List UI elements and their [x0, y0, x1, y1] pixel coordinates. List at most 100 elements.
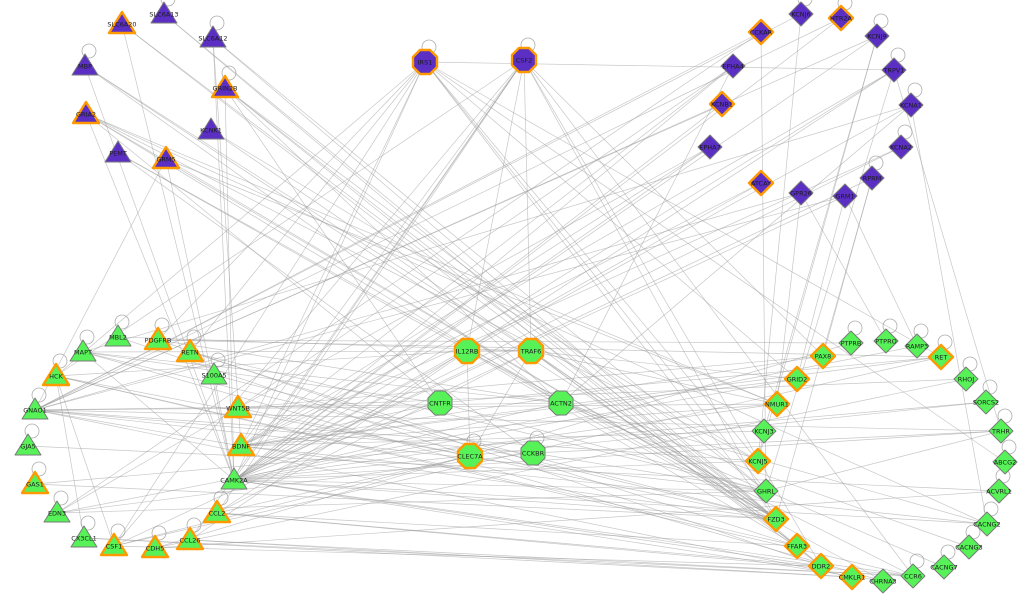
node-KCNJ5[interactable]	[744, 447, 772, 475]
node-CDH5[interactable]	[140, 534, 170, 559]
node-CACNG3[interactable]	[956, 534, 982, 560]
node-KCNJ3[interactable]	[751, 418, 777, 444]
node-KCNB1[interactable]	[708, 90, 736, 118]
node-CACNG7[interactable]	[931, 554, 957, 580]
node-PAX8[interactable]	[809, 342, 837, 370]
node-SLC6A13[interactable]	[150, 1, 178, 24]
edge-CCL2-FFAR3	[216, 512, 798, 547]
node-DDR2[interactable]	[807, 552, 835, 580]
edge-CCKAR-EDN3	[56, 31, 762, 514]
node-RAMP3[interactable]	[904, 333, 930, 359]
node-KCNA2[interactable]	[888, 134, 914, 160]
node-CACNG2[interactable]	[974, 511, 1000, 537]
edge-CCKBR-TRHR	[532, 430, 1002, 454]
node-GRM5[interactable]	[151, 145, 181, 170]
node-TRPV1[interactable]	[881, 57, 907, 83]
edge-ACTN2-PDGFRB	[157, 339, 562, 404]
node-WNT5B[interactable]	[223, 394, 253, 419]
node-ACTN2[interactable]	[548, 390, 574, 416]
edge-KCNB1-GNAO1	[34, 103, 723, 411]
node-HTR2A[interactable]	[827, 4, 855, 32]
edge-CSF2-CSF1	[113, 59, 525, 547]
edge-IRS1-GRID2	[424, 61, 798, 380]
edge-CSF1-DDR2	[113, 545, 822, 567]
node-FFAR3[interactable]	[783, 532, 811, 560]
node-CCKBR[interactable]	[520, 440, 546, 466]
node-CCL26[interactable]	[175, 526, 205, 551]
node-KCNJ6[interactable]	[788, 1, 814, 27]
node-CMKLR1[interactable]	[838, 563, 866, 591]
node-KCNJ9[interactable]	[864, 23, 890, 49]
node-GHRL[interactable]	[753, 478, 779, 504]
node-CHRNA3[interactable]	[870, 568, 896, 594]
edge-PEMT-CCKBR	[117, 152, 534, 454]
node-CX3CL1[interactable]	[70, 525, 98, 548]
self-loop-PDGFRB	[154, 317, 170, 333]
node-PTPRB[interactable]	[838, 330, 864, 356]
node-BDNF[interactable]	[226, 432, 256, 457]
node-MAPT[interactable]	[69, 339, 97, 362]
node-RPRM[interactable]	[859, 165, 885, 191]
edge-TRHR-GHRL	[765, 430, 1002, 492]
node-SLC6A12[interactable]	[199, 25, 227, 48]
node-HCK[interactable]	[41, 362, 71, 387]
node-EPHA4[interactable]	[720, 53, 746, 79]
edge-IRS1-TRPV1	[424, 61, 895, 71]
node-CLEC7A[interactable]	[456, 442, 484, 470]
node-ATCAY[interactable]	[747, 169, 775, 197]
node-NMUR1[interactable]	[763, 390, 791, 418]
node-FZD3[interactable]	[762, 505, 790, 533]
edge-CSF2-CCL2	[216, 59, 525, 514]
edge-KCNJ9-KCNJ5	[757, 35, 878, 462]
node-TRHR[interactable]	[988, 418, 1014, 444]
edge-CCKBR-GNAO1	[34, 409, 534, 454]
node-IL12RB[interactable]	[453, 337, 481, 365]
edge-CSF2-FZD3	[523, 59, 777, 520]
node-ABCG2[interactable]	[992, 449, 1018, 475]
self-loop-CDH5	[151, 525, 167, 541]
node-EDN3[interactable]	[43, 500, 71, 523]
edge-GPR26-NMUR1	[776, 192, 802, 405]
edge-RETN-FFAR3	[189, 351, 798, 547]
node-PDGFRB[interactable]	[143, 326, 173, 351]
edge-EPHA4-BDNF	[240, 65, 734, 447]
node-IRS1[interactable]	[411, 48, 439, 76]
node-GRM1[interactable]	[832, 183, 858, 209]
node-RET[interactable]	[927, 343, 955, 371]
node-PTPRO[interactable]	[873, 328, 899, 354]
node-CCR6[interactable]	[900, 563, 926, 589]
node-ACVRL1[interactable]	[986, 478, 1012, 504]
node-CAMK2A[interactable]	[220, 467, 248, 490]
node-GPR26[interactable]	[788, 180, 814, 206]
node-GRID2[interactable]	[783, 365, 811, 393]
node-KCNK1[interactable]	[197, 117, 225, 140]
node-GRIN2B[interactable]	[210, 74, 240, 99]
edge-KCNA1-CACNG2	[910, 104, 988, 525]
edge-CAMK2A-GRID2	[233, 378, 798, 481]
node-CNTFR[interactable]	[427, 390, 453, 416]
node-SLC6A20[interactable]	[107, 10, 137, 35]
node-GAS1[interactable]	[20, 470, 50, 495]
node-CCL2[interactable]	[202, 499, 232, 524]
label-layer: SLC6A20SLC6A13SLC6A12MBPGRIN2BGRIA2KCNK1…	[20, 11, 1016, 586]
node-RETN[interactable]	[175, 338, 205, 363]
edge-GNAO1-GHRL	[34, 409, 767, 492]
node-SORCS2[interactable]	[973, 389, 999, 415]
node-MBL2[interactable]	[104, 324, 132, 347]
node-EPHA7[interactable]	[697, 134, 723, 160]
node-GJA5[interactable]	[14, 433, 42, 456]
edge-MAPT-FZD3	[82, 351, 777, 520]
node-S100A5[interactable]	[200, 362, 228, 385]
node-GRIA2[interactable]	[71, 100, 101, 125]
node-TRAF6[interactable]	[517, 337, 545, 365]
node-KCNA1[interactable]	[898, 92, 924, 118]
node-CCKAR[interactable]	[747, 18, 775, 46]
node-RHOJ[interactable]	[953, 366, 979, 392]
node-CSF1[interactable]	[99, 532, 129, 557]
node-GNAO1[interactable]	[21, 397, 49, 420]
node-PEMT[interactable]	[104, 140, 132, 163]
node-MBP[interactable]	[71, 53, 99, 76]
node-CSF2[interactable]	[510, 46, 538, 74]
